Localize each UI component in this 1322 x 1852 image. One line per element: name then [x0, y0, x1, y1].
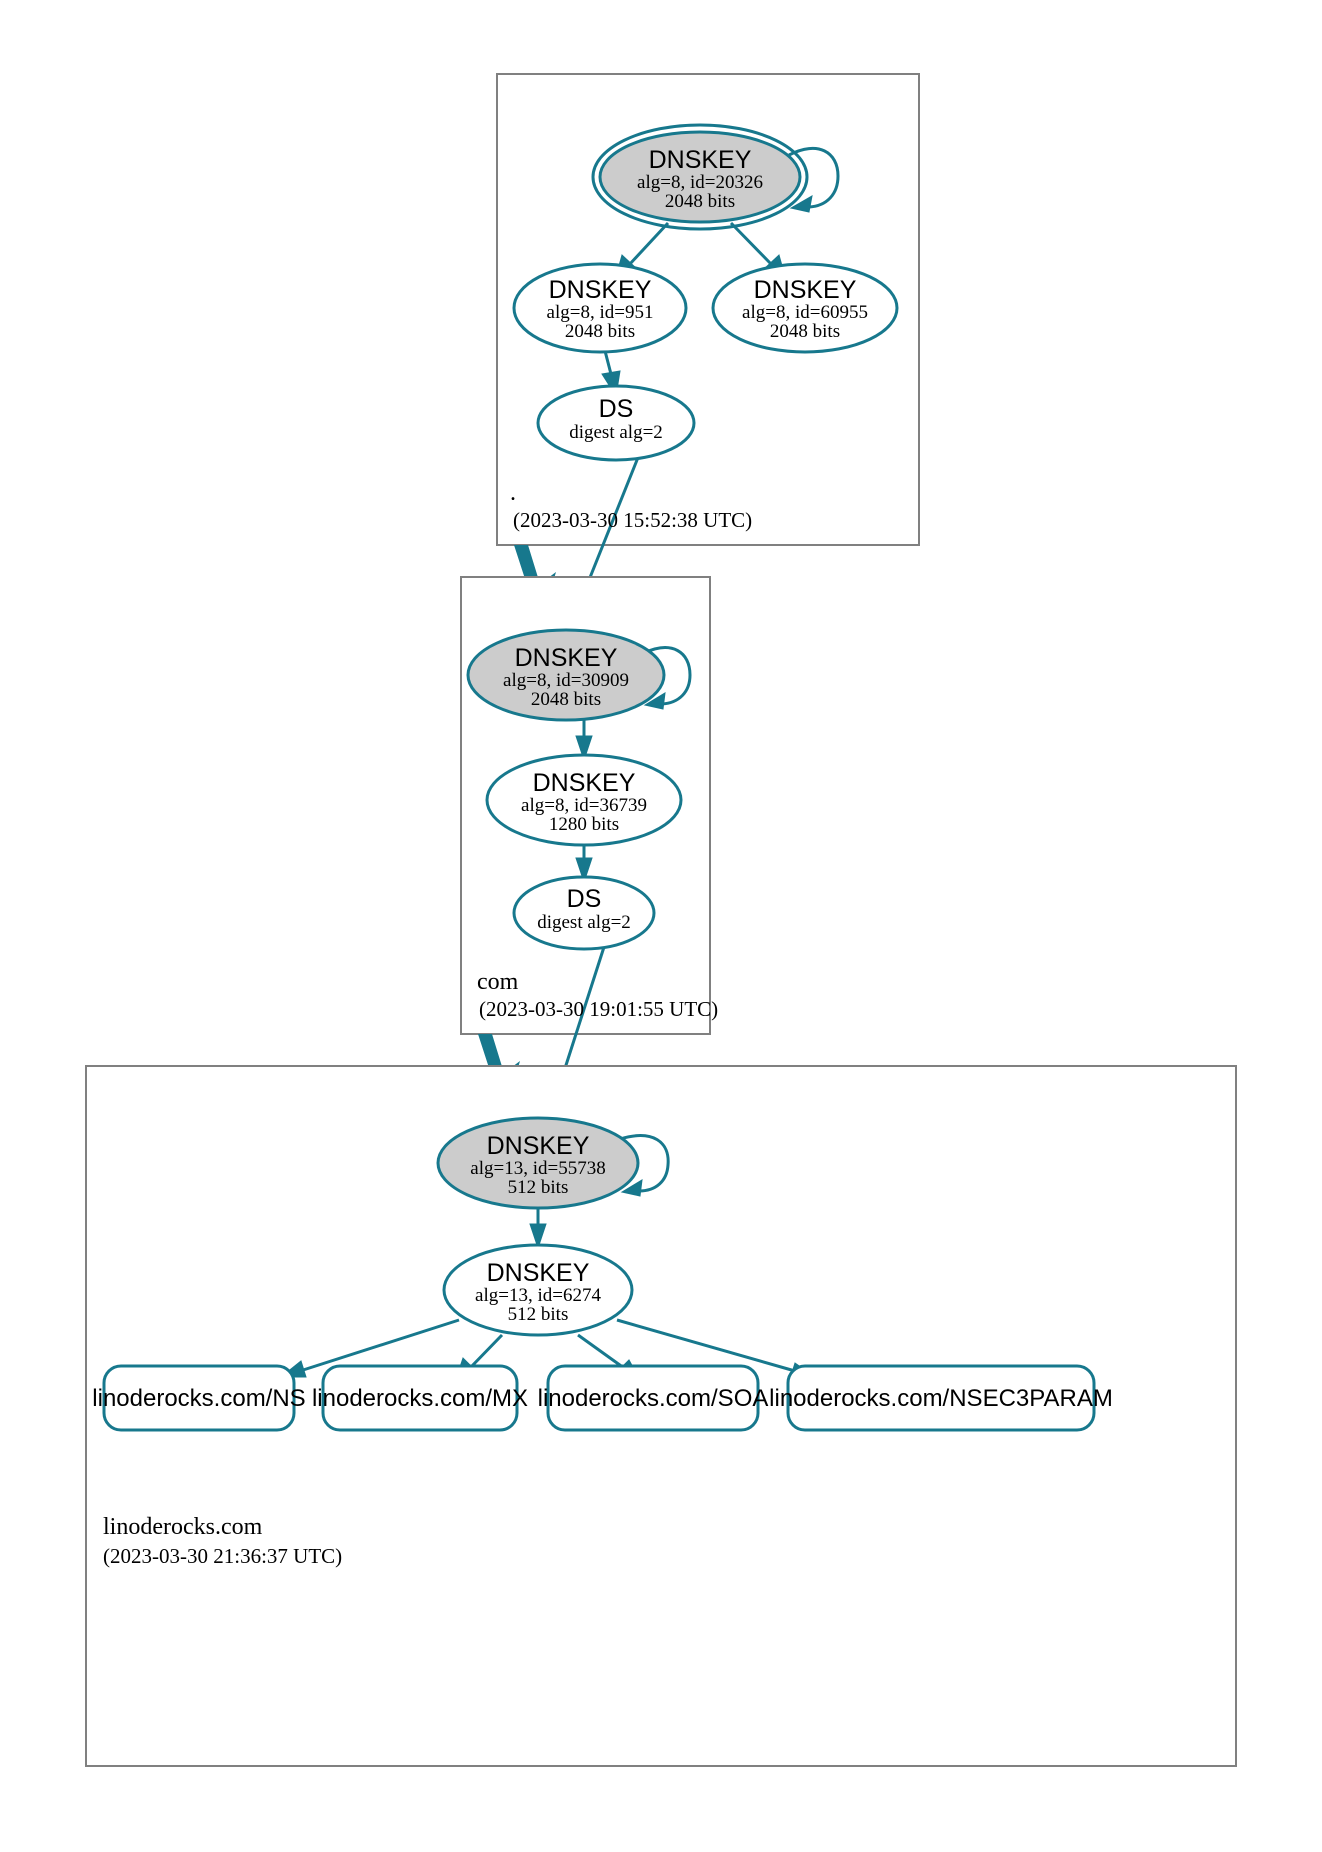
edge-com-zsk-to-ds-arrowhead	[575, 857, 593, 884]
node-com-zsk-dnskey[interactable]: DNSKEY alg=8, id=36739 1280 bits	[485, 753, 683, 847]
node-lr-zsk-title: DNSKEY	[487, 1259, 590, 1287]
node-root-ds-body	[536, 384, 696, 462]
node-lr-zsk-dnskey[interactable]: DNSKEY alg=13, id=6274 512 bits	[442, 1243, 634, 1337]
node-root-zsk-60955-title: DNSKEY	[754, 276, 857, 304]
edge-com-ksk-self-sign	[643, 646, 692, 710]
zone-label-linoderocks-timestamp: (2023-03-30 21:36:37 UTC)	[103, 1544, 342, 1568]
node-root-ksk-title: DNSKEY	[649, 146, 752, 174]
zone-label-root-name: .	[510, 480, 516, 506]
zone-cluster-linoderocks: DNSKEY alg=13, id=55738 512 bits DNSKEY …	[85, 1065, 1237, 1767]
node-rrset-ns-box	[102, 1364, 296, 1432]
edge-lr-zsk-to-soa	[577, 1333, 625, 1370]
node-rrset-nsec3param[interactable]: linoderocks.com/NSEC3PARAM	[769, 1364, 1113, 1432]
node-com-zsk-line1: alg=8, id=36739	[521, 795, 647, 816]
node-root-ds-title: DS	[599, 395, 634, 423]
node-rrset-nsec3param-label: linoderocks.com/NSEC3PARAM	[769, 1385, 1113, 1412]
node-rrset-soa[interactable]: linoderocks.com/SOA	[538, 1364, 769, 1432]
node-com-zsk-body	[485, 753, 683, 847]
node-root-zsk-60955-line1: alg=8, id=60955	[742, 302, 868, 323]
node-root-ksk-dnskey[interactable]: DNSKEY alg=8, id=20326 2048 bits	[591, 123, 809, 231]
edge-root-ksk-self-sign	[788, 146, 840, 213]
node-root-zsk-951-line1: alg=8, id=951	[547, 302, 654, 323]
node-lr-zsk-line1: alg=13, id=6274	[475, 1285, 601, 1306]
edge-lr-zsk-to-mx	[468, 1333, 504, 1370]
edge-com-ksk-to-zsk-arrowhead	[575, 735, 593, 762]
node-lr-ksk-line2: 512 bits	[508, 1177, 569, 1198]
node-rrset-mx-label: linoderocks.com/MX	[312, 1385, 528, 1412]
node-lr-zsk-line2: 512 bits	[508, 1304, 569, 1325]
edge-lr-zsk-to-ns	[299, 1318, 460, 1373]
node-root-ds[interactable]: DS digest alg=2	[536, 384, 696, 462]
node-lr-ksk-body	[436, 1116, 640, 1210]
edge-lr-ksk-self-sign	[619, 1134, 670, 1197]
node-com-ds[interactable]: DS digest alg=2	[512, 875, 656, 951]
zone-cluster-com: DNSKEY alg=8, id=30909 2048 bits DNSKEY …	[460, 576, 718, 1140]
node-root-zsk-951-body	[512, 262, 688, 354]
zone-label-root-timestamp: (2023-03-30 15:52:38 UTC)	[513, 508, 752, 532]
node-root-zsk-951-title: DNSKEY	[549, 276, 652, 304]
node-rrset-mx[interactable]: linoderocks.com/MX	[312, 1364, 528, 1432]
node-lr-ksk-title: DNSKEY	[487, 1132, 590, 1160]
zone-label-linoderocks-name: linoderocks.com	[103, 1514, 263, 1540]
node-root-zsk-60955-dnskey[interactable]: DNSKEY alg=8, id=60955 2048 bits	[711, 262, 899, 354]
node-rrset-nsec3param-box	[786, 1364, 1096, 1432]
node-lr-zsk-body	[442, 1243, 634, 1337]
zone-label-com-name: com	[477, 969, 519, 995]
node-com-ds-body	[512, 875, 656, 951]
node-com-zsk-line2: 1280 bits	[549, 814, 619, 835]
node-lr-ksk-dnskey[interactable]: DNSKEY alg=13, id=55738 512 bits	[436, 1116, 640, 1210]
zone-label-com-timestamp: (2023-03-30 19:01:55 UTC)	[479, 997, 718, 1021]
zone-cluster-root: DNSKEY alg=8, id=20326 2048 bits DNSKEY …	[496, 73, 920, 652]
node-rrset-mx-box	[321, 1364, 519, 1432]
node-rrset-soa-label: linoderocks.com/SOA	[538, 1385, 769, 1412]
edge-root-ksk-to-zsk951	[627, 221, 670, 267]
node-com-ksk-dnskey[interactable]: DNSKEY alg=8, id=30909 2048 bits	[466, 628, 666, 722]
edge-lr-zsk-to-nsec3param	[616, 1318, 796, 1373]
node-root-zsk-951-dnskey[interactable]: DNSKEY alg=8, id=951 2048 bits	[512, 262, 688, 354]
node-rrset-ns-label: linoderocks.com/NS	[92, 1385, 305, 1412]
node-root-ksk-body	[598, 130, 802, 224]
node-root-zsk-60955-line2: 2048 bits	[770, 321, 840, 342]
node-root-ksk-line1: alg=8, id=20326	[637, 172, 763, 193]
node-root-ksk-anchor-ring	[591, 123, 809, 231]
node-root-ds-line1: digest alg=2	[569, 422, 663, 443]
node-com-ds-line1: digest alg=2	[537, 912, 631, 933]
node-root-zsk-60955-body	[711, 262, 899, 354]
node-rrset-soa-box	[546, 1364, 760, 1432]
edge-lr-ksk-to-zsk-arrowhead	[529, 1223, 547, 1250]
edge-root-ksk-to-zsk60955	[729, 221, 774, 267]
node-com-ksk-body	[466, 628, 666, 722]
node-com-ds-title: DS	[567, 885, 602, 913]
node-root-zsk-951-line2: 2048 bits	[565, 321, 635, 342]
node-com-ksk-line1: alg=8, id=30909	[503, 670, 629, 691]
node-com-zsk-title: DNSKEY	[533, 769, 636, 797]
node-com-ksk-line2: 2048 bits	[531, 689, 601, 710]
node-root-ksk-line2: 2048 bits	[665, 191, 735, 212]
node-lr-ksk-line1: alg=13, id=55738	[470, 1158, 605, 1179]
node-com-ksk-title: DNSKEY	[515, 644, 618, 672]
node-rrset-ns[interactable]: linoderocks.com/NS	[92, 1364, 306, 1432]
